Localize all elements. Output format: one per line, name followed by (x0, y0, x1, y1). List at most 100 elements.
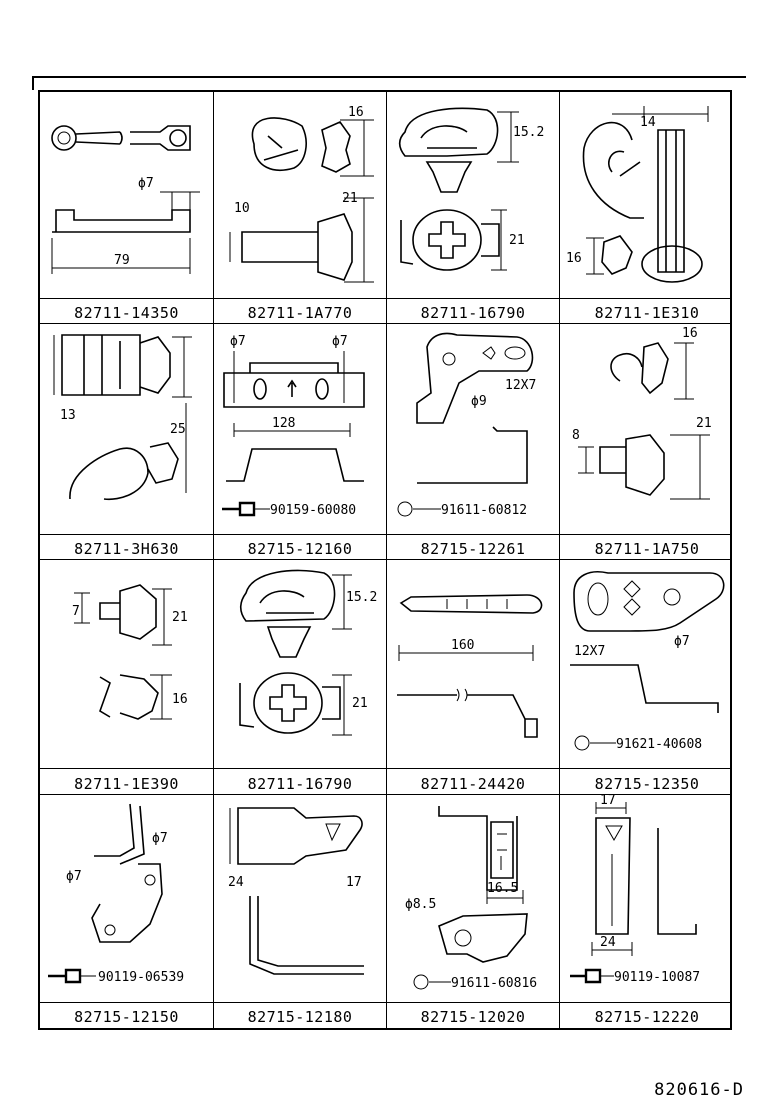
part-number: 82711-16790 (420, 304, 526, 322)
dim-label: 16 (348, 105, 364, 120)
sub-part-number: 91611-60816 (451, 976, 537, 991)
part-number: 82715-12220 (594, 1008, 700, 1026)
part-drawing-5: 13 25 (53, 334, 192, 501)
sub-part-number: 91621-40608 (616, 737, 702, 752)
part-cell-13: ϕ7 ϕ7 90119-06539 82715-12150 (40, 794, 214, 1030)
dim-label: 79 (114, 253, 130, 268)
part-number: 82711-3H630 (74, 540, 179, 558)
dim-label: 21 (342, 191, 358, 206)
sub-part-number: 91611-60812 (441, 503, 527, 518)
dim-label: 128 (272, 416, 295, 431)
dim-label: 24 (600, 935, 616, 950)
part-cell-10: 15.2 21 82711-16790 (214, 559, 387, 794)
part-number: 82711-1E390 (74, 775, 179, 793)
part-drawing-8: 16 8 21 (572, 326, 712, 500)
dim-label: 8 (572, 428, 580, 443)
dim-label: 17 (346, 875, 362, 890)
dim-label: ϕ7 (152, 831, 168, 846)
row-divider (40, 768, 730, 769)
dim-label: 17 (600, 794, 616, 808)
dim-label: ϕ7 (230, 334, 246, 349)
dim-label: ϕ7 (674, 634, 690, 649)
part-drawing-16: 17 24 90119-10087 (570, 794, 700, 985)
part-cell-7: 12X7 ϕ9 91611-60812 82715-12261 (387, 323, 560, 559)
row-divider (40, 534, 730, 535)
dim-label: ϕ7 (66, 869, 82, 884)
part-number: 82715-12150 (74, 1008, 179, 1026)
part-cell-5: 13 25 82711-3H630 (40, 323, 214, 559)
dim-label: 25 (170, 422, 186, 437)
part-drawing-10: 15.2 21 (239, 569, 377, 736)
dim-label: 16 (682, 326, 698, 341)
part-number: 82711-16790 (247, 775, 353, 793)
part-cell-6: ϕ7 ϕ7 128 90159-60080 82715-12160 (214, 323, 387, 559)
part-drawing-6: ϕ7 ϕ7 128 90159-60080 (222, 334, 365, 518)
frame-top-rule (32, 76, 746, 78)
sub-part-number: 90159-60080 (270, 503, 356, 518)
dim-label: 16 (566, 251, 582, 266)
part-number: 82711-1A770 (247, 304, 353, 322)
part-number: 82715-12261 (420, 540, 526, 558)
row-divider (40, 559, 730, 560)
part-number: 82715-12180 (247, 1008, 353, 1026)
part-drawing-4: 14 16 (566, 106, 709, 283)
dim-label: 21 (509, 233, 525, 248)
dim-label: 160 (451, 638, 474, 653)
part-number: 82711-1E310 (594, 304, 700, 322)
dim-label: 12X7 (505, 378, 536, 393)
part-drawing-7: 12X7 ϕ9 91611-60812 (397, 332, 536, 518)
dim-label: 21 (172, 610, 188, 625)
dim-label: 15.2 (513, 125, 544, 140)
part-cell-3: 15.2 21 82711-16790 (387, 92, 560, 323)
part-drawing-14: 24 17 (228, 807, 364, 975)
dim-label: 16 (172, 692, 188, 707)
dim-label: ϕ7 (138, 176, 154, 191)
dim-label: 10 (234, 201, 250, 216)
dim-label: 24 (228, 875, 244, 890)
part-drawing-11: 160 (397, 594, 543, 738)
part-cell-15: 16.5 ϕ8.5 91611-60816 82715-12020 (387, 794, 560, 1030)
frame-left-rule (32, 76, 34, 90)
part-number: 82715-12020 (420, 1008, 526, 1026)
part-number: 82715-12350 (594, 775, 700, 793)
part-number: 82711-14350 (74, 304, 179, 322)
dim-label: 14 (640, 115, 656, 130)
dim-label: 13 (60, 408, 76, 423)
part-number: 82711-1A750 (594, 540, 700, 558)
row-divider (40, 298, 730, 299)
part-drawing-13: ϕ7 ϕ7 90119-06539 (48, 803, 184, 985)
part-cell-16: 17 24 90119-10087 82715-12220 (560, 794, 734, 1030)
part-cell-11: 160 82711-24420 (387, 559, 560, 794)
part-cell-8: 16 8 21 82711-1A750 (560, 323, 734, 559)
parts-grid: ϕ7 79 82711-14350 16 21 10 82711-1A770 1… (38, 90, 732, 1030)
row-divider (40, 794, 730, 795)
dim-label: ϕ8.5 (405, 897, 436, 912)
part-number: 82715-12160 (247, 540, 353, 558)
row-divider (40, 1002, 730, 1003)
part-drawing-1: ϕ7 79 (51, 125, 200, 274)
dim-label: ϕ7 (332, 334, 348, 349)
part-cell-4: 14 16 82711-1E310 (560, 92, 734, 323)
part-number: 82711-24420 (420, 775, 526, 793)
row-divider (40, 323, 730, 324)
part-cell-12: 12X7 ϕ7 91621-40608 82715-12350 (560, 559, 734, 794)
dim-label: 21 (352, 696, 368, 711)
sub-part-number: 90119-06539 (98, 970, 184, 985)
dim-label: 16.5 (487, 881, 518, 896)
dim-label: 12X7 (574, 644, 605, 659)
dim-label: 21 (696, 416, 712, 431)
dim-label: 15.2 (346, 590, 377, 605)
part-drawing-12: 12X7 ϕ7 91621-40608 (570, 571, 725, 752)
part-drawing-2: 16 21 10 (229, 105, 374, 283)
diagram-id: 820616-D (654, 1080, 744, 1100)
part-cell-1: ϕ7 79 82711-14350 (40, 92, 214, 323)
part-drawing-9: 7 21 16 (72, 584, 188, 720)
dim-label: ϕ9 (471, 394, 487, 409)
part-drawing-3: 15.2 21 (398, 107, 544, 271)
part-cell-9: 7 21 16 82711-1E390 (40, 559, 214, 794)
part-drawing-15: 16.5 ϕ8.5 91611-60816 (405, 806, 537, 991)
sub-part-number: 90119-10087 (614, 970, 700, 985)
part-cell-2: 16 21 10 82711-1A770 (214, 92, 387, 323)
part-cell-14: 24 17 82715-12180 (214, 794, 387, 1030)
dim-label: 7 (72, 604, 80, 619)
